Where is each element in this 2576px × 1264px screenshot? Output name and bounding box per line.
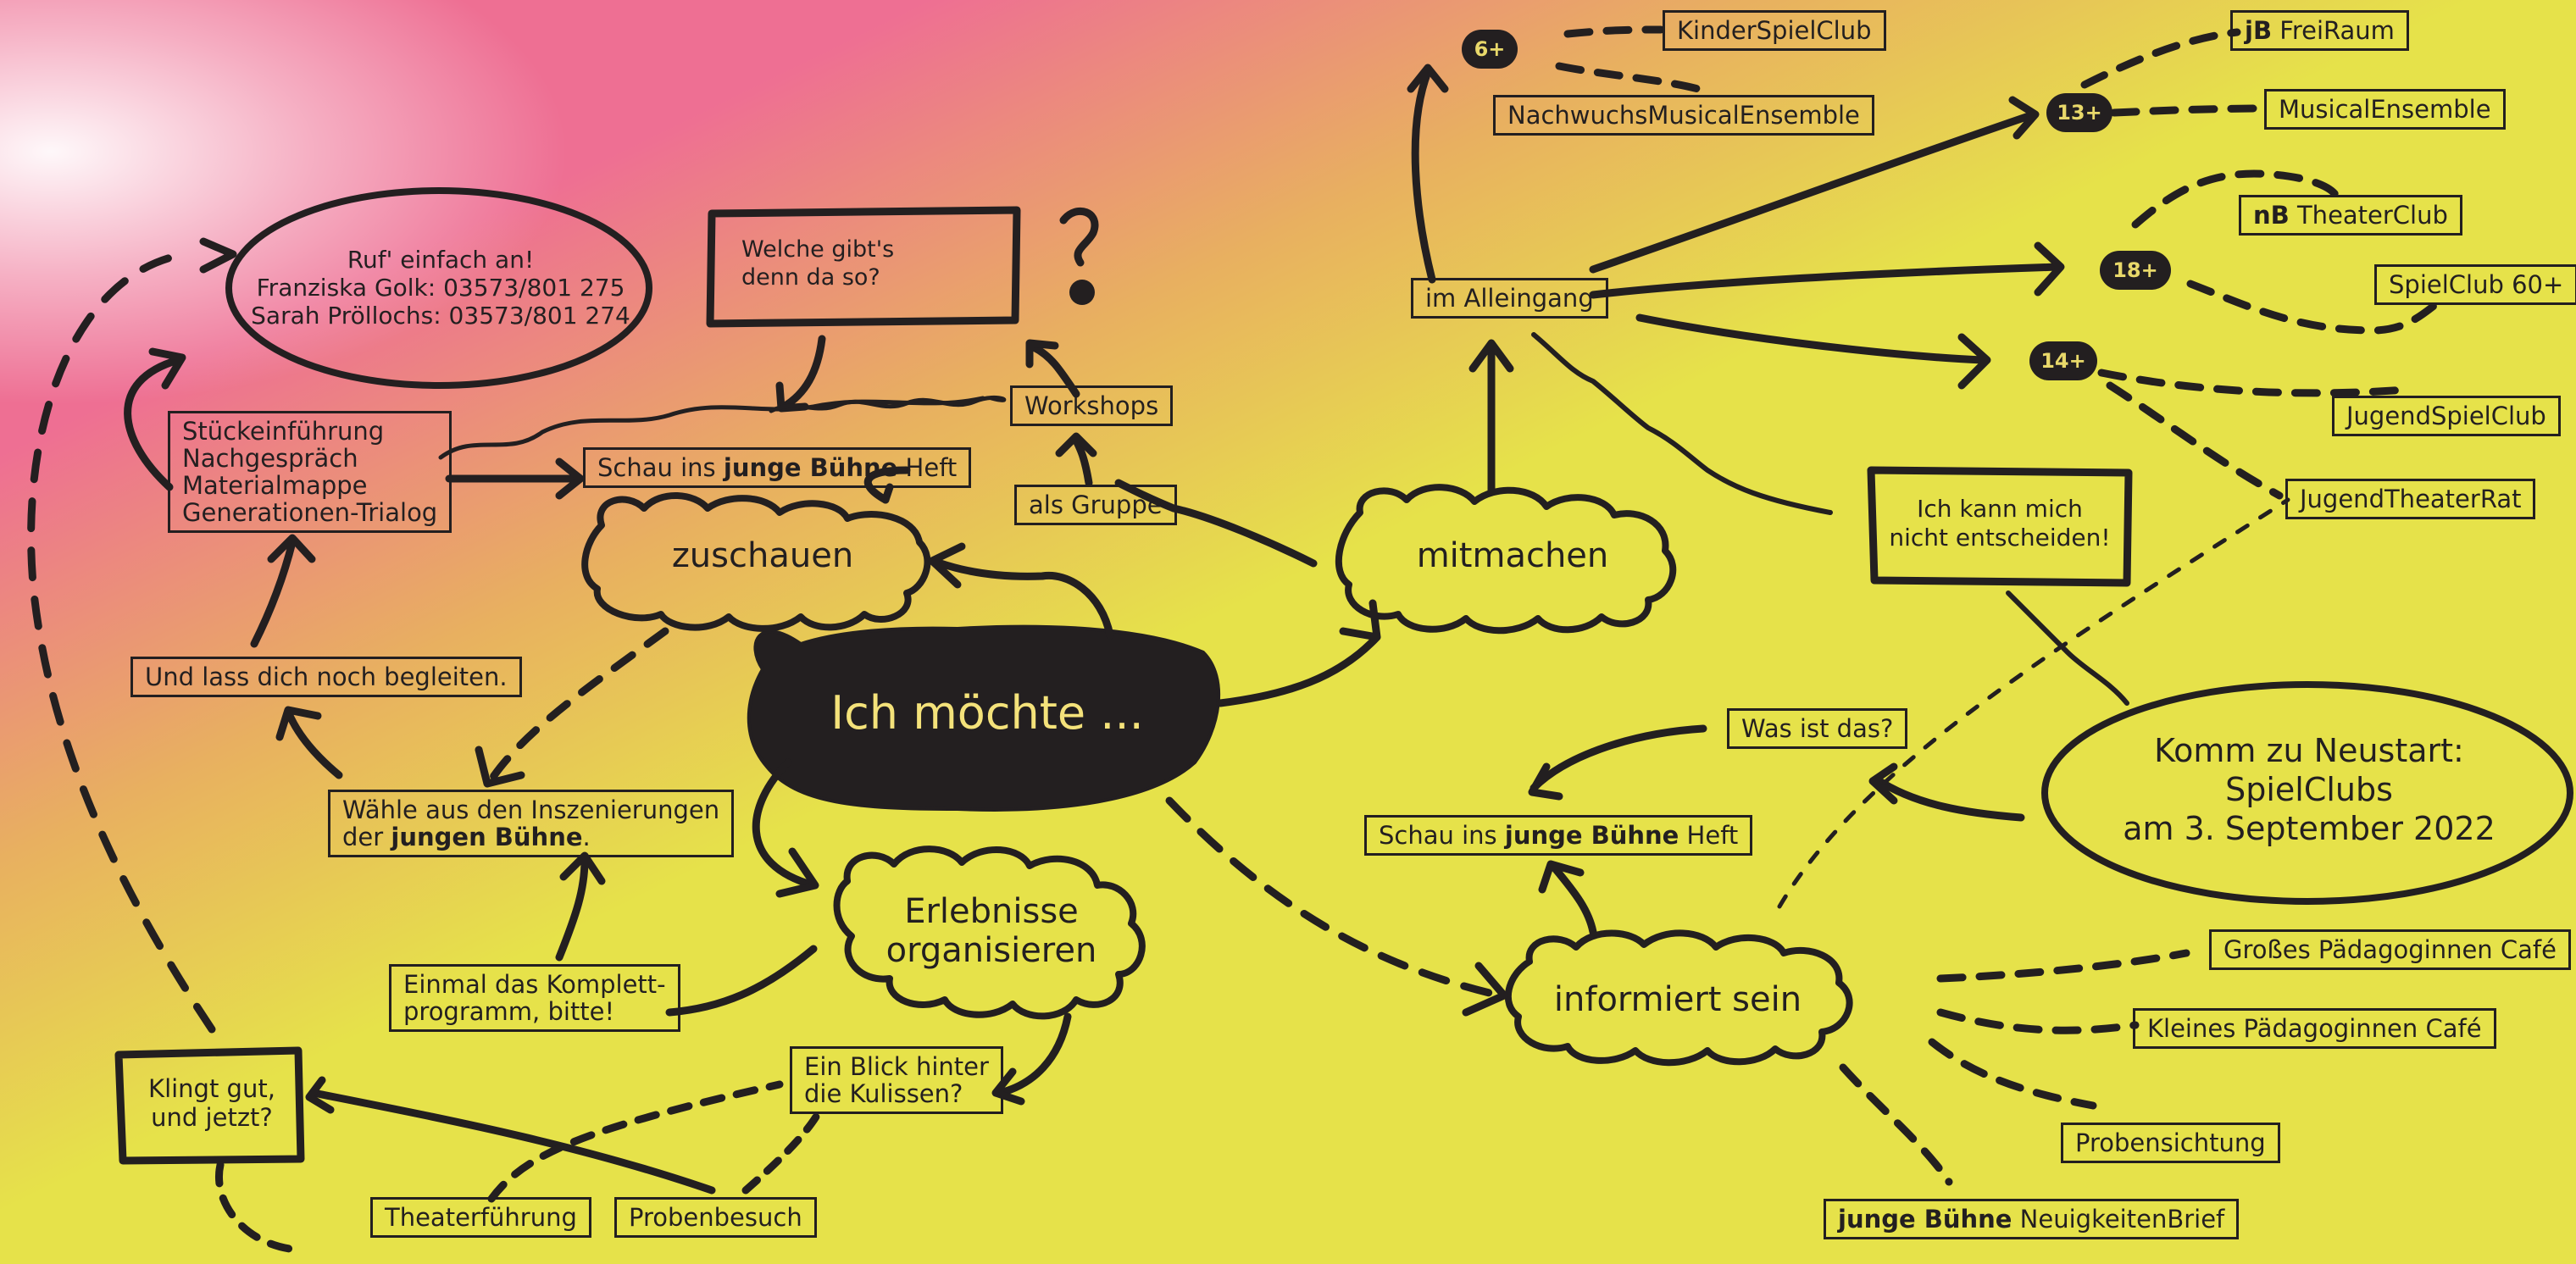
komplett-box[interactable]: Einmal das Komplett- programm, bitte! [389,964,680,1032]
call-title: Ruf' einfach an! [347,246,535,274]
service-item: Materialmappe [182,471,368,500]
was-ist-das-box[interactable]: Was ist das? [1727,708,1908,749]
jugendtheaterrat-box[interactable]: JugendTheaterRat [2285,479,2536,519]
cloud-erlebnisse-shape [833,845,1146,1020]
heft-link-left[interactable]: Schau ins junge Bühne Heft [583,447,972,488]
freiraum-box[interactable]: jB FreiRaum [2230,10,2409,51]
nachwuchs-box[interactable]: NachwuchsMusicalEnsemble [1493,95,1874,136]
blick-line2: die Kulissen? [804,1079,963,1108]
heft-left-bold: junge Bühne [723,453,898,482]
age-badge-18: 18+ [2100,251,2171,290]
undecided-line2: nicht entscheiden! [1889,524,2111,552]
call-line-golk: Franziska Golk: 03573/801 275 [256,274,625,302]
undecided-bubble: Ich kann mich nicht entscheiden! [1877,495,2123,552]
cloud-zuschauen[interactable]: zuschauen [671,536,854,575]
komplett-line2: programm, bitte! [403,997,615,1026]
heft-right-pre: Schau ins [1379,821,1505,850]
heft-left-pre: Schau ins [597,453,724,482]
heft-right-bold: junge Bühne [1504,821,1679,850]
theaterfuehrung-box[interactable]: Theaterführung [370,1197,591,1238]
heft-left-post: Heft [897,453,958,482]
probensichtung-box[interactable]: Probensichtung [2061,1123,2280,1163]
question-bubble-shape [706,206,1021,328]
cloud-erlebnisse-line1: Erlebnisse [904,892,1079,931]
klingt-bubble: Klingt gut, und jetzt? [127,1074,297,1132]
call-line-proellochs: Sarah Pröllochs: 03573/801 274 [251,302,630,330]
neuigkeiten-bold: junge Bühne [1838,1205,2012,1234]
alleingang-box[interactable]: im Alleingang [1411,278,1608,319]
age-badge-13: 13+ [2046,93,2112,132]
cloud-erlebnisse-line2: organisieren [886,931,1097,970]
jugendspielclub-box[interactable]: JugendSpielClub [2332,396,2561,436]
cloud-zuschauen-shape [581,492,931,632]
question-bubble: Welche gibt's denn da so? [741,236,953,291]
center-blob-shape [747,624,1221,812]
komplett-line1: Einmal das Komplett- [403,970,666,999]
service-item: Stückeinführung [182,417,385,446]
blick-line1: Ein Blick hinter [804,1052,989,1081]
service-item: Nachgespräch [182,444,358,473]
blick-box[interactable]: Ein Blick hinter die Kulissen? [790,1046,1003,1114]
call-bubble: Ruf' einfach an! Franziska Golk: 03573/8… [237,246,644,330]
begleiten-box[interactable]: Und lass dich noch begleiten. [130,657,522,697]
spielclub60-box[interactable]: SpielClub 60+ [2374,264,2576,305]
grosses-cafe-box[interactable]: Großes Pädagoginnen Café [2209,929,2571,970]
age-badge-6: 6+ [1462,30,1518,69]
question-line2: denn da so? [741,264,880,291]
neuigkeiten-box[interactable]: junge Bühne NeuigkeitenBrief [1824,1199,2240,1239]
cloud-informiert-shape [1504,929,1853,1067]
klingt-line2: und jetzt? [151,1103,273,1132]
probenbesuch-box[interactable]: Probenbesuch [614,1197,817,1238]
neuigkeiten-rest: NeuigkeitenBrief [2012,1205,2225,1234]
heft-right-post: Heft [1679,821,1739,850]
cloud-mitmachen-shape [1335,484,1677,635]
call-bubble-shape [225,187,652,389]
cloud-mitmachen[interactable]: mitmachen [1416,536,1609,575]
workshops-box[interactable]: Workshops [1010,385,1174,426]
freiraum-rest: FreiRaum [2272,16,2395,45]
waehle-line2-pre: der [342,823,391,851]
undecided-line1: Ich kann mich [1917,495,2083,523]
theaterclub-bold: nB [2253,201,2290,230]
waehle-line2: der jungen Bühne. [342,823,719,851]
kleines-cafe-box[interactable]: Kleines Pädagoginnen Café [2133,1008,2496,1049]
waehle-line1: Wähle aus den Inszenierungen [342,796,720,824]
kinderspielclub-box[interactable]: KinderSpielClub [1663,10,1886,51]
waehle-line2-bold: jungen Bühne [391,823,583,851]
services-list-box: Stückeinführung Nachgespräch Materialmap… [168,411,452,533]
heft-link-right[interactable]: Schau ins junge Bühne Heft [1364,815,1753,856]
cloud-informiert[interactable]: informiert sein [1553,980,1802,1019]
neustart-line1: Komm zu Neustart: [2154,732,2464,769]
age-badge-14: 14+ [2029,341,2097,380]
neustart-line2: SpielClubs [2225,771,2393,808]
waehle-box[interactable]: Wähle aus den Inszenierungen der jungen … [328,790,735,857]
service-item: Generationen-Trialog [182,498,438,527]
undecided-bubble-shape [1867,466,2133,587]
theaterclub-rest: TheaterClub [2289,201,2448,230]
als-gruppe-box[interactable]: als Gruppe [1014,485,1177,525]
waehle-line2-post: . [582,823,591,851]
freiraum-bold: jB [2245,16,2273,45]
cloud-erlebnisse[interactable]: Erlebnisse organisieren [856,892,1127,970]
musical-box[interactable]: MusicalEnsemble [2264,89,2506,130]
center-label: Ich möchte ... [830,686,1144,740]
neustart-bubble-shape [2041,681,2573,905]
neustart-bubble[interactable]: Komm zu Neustart: SpielClubs am 3. Septe… [2076,731,2542,848]
neustart-line3: am 3. September 2022 [2123,810,2496,847]
klingt-bubble-shape [114,1046,305,1165]
klingt-line1: Klingt gut, [148,1074,275,1103]
question-line1: Welche gibt's [741,236,895,263]
theaterclub-box[interactable]: nB TheaterClub [2239,195,2462,236]
